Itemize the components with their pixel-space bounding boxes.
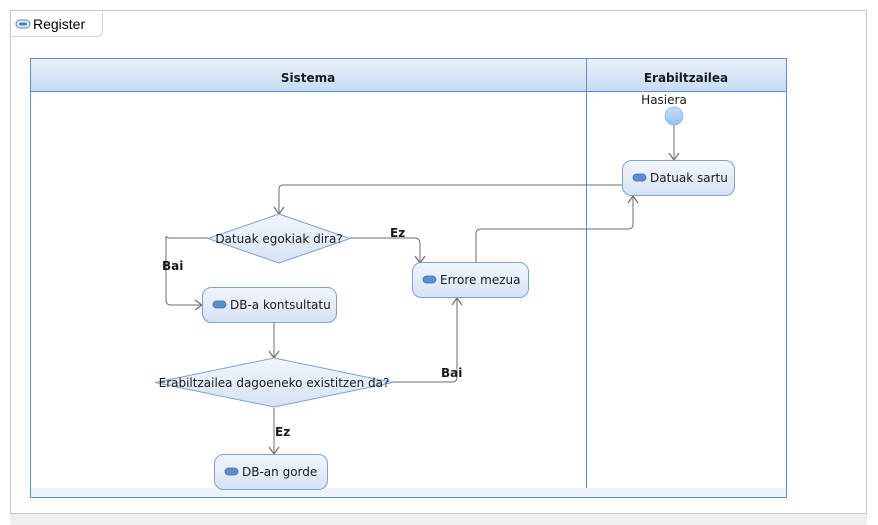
editor-tab-title: Register: [33, 16, 86, 32]
decision-label: Erabiltzailea dagoeneko existitzen da?: [159, 376, 390, 390]
decision-existitzen[interactable]: Erabiltzailea dagoeneko existitzen da?: [154, 357, 394, 408]
action-label: Errore mezua: [440, 273, 521, 287]
action-icon: [632, 173, 647, 182]
action-db-kontsultatu[interactable]: DB-a kontsultatu: [202, 287, 337, 323]
action-icon: [212, 300, 227, 309]
canvas-bottom-band: [10, 514, 867, 525]
action-label: DB-an gorde: [242, 465, 317, 479]
action-icon: [422, 275, 437, 284]
start-node-label: Hasiera: [641, 93, 687, 107]
action-datuak-sartu[interactable]: Datuak sartu: [622, 160, 735, 196]
decision-datuak-egokiak[interactable]: Datuak egokiak dira?: [206, 213, 352, 264]
action-db-an-gorde[interactable]: DB-an gorde: [214, 454, 328, 490]
action-label: Datuak sartu: [650, 171, 728, 185]
edge-label-bai-1: Bai: [162, 259, 183, 273]
activity-diagram-icon: [15, 19, 31, 29]
editor-tab[interactable]: Register: [12, 12, 103, 37]
lane-bottom-shade: [31, 488, 786, 497]
action-errore-mezua[interactable]: Errore mezua: [412, 262, 529, 298]
action-label: DB-a kontsultatu: [230, 298, 331, 312]
swimlane-sistema[interactable]: Sistema: [30, 58, 587, 498]
edge-decision-1-ez[interactable]: [350, 237, 421, 262]
action-icon: [224, 467, 239, 476]
swimlane-label-erabiltzailea: Erabiltzailea: [644, 71, 728, 85]
edge-label-bai-2: Bai: [441, 366, 462, 380]
edge-label-ez-1: Ez: [390, 226, 405, 240]
edge-decision-1-bai[interactable]: [165, 235, 208, 306]
decision-label: Datuak egokiak dira?: [215, 232, 342, 246]
start-node[interactable]: [664, 106, 684, 126]
swimlane-label-sistema: Sistema: [281, 71, 335, 85]
edge-decision-2-bai[interactable]: [393, 299, 458, 383]
swimlane-erabiltzailea[interactable]: Erabiltzailea: [586, 58, 787, 498]
edge-label-ez-2: Ez: [275, 425, 290, 439]
swimlane-header-sistema: [31, 59, 586, 91]
edge-datuak-sartu-to-decision-1[interactable]: [278, 184, 622, 213]
edge-errore-mezua-to-datuak-sartu[interactable]: [475, 197, 634, 262]
swimlane-header-erabiltzailea: [587, 59, 786, 91]
